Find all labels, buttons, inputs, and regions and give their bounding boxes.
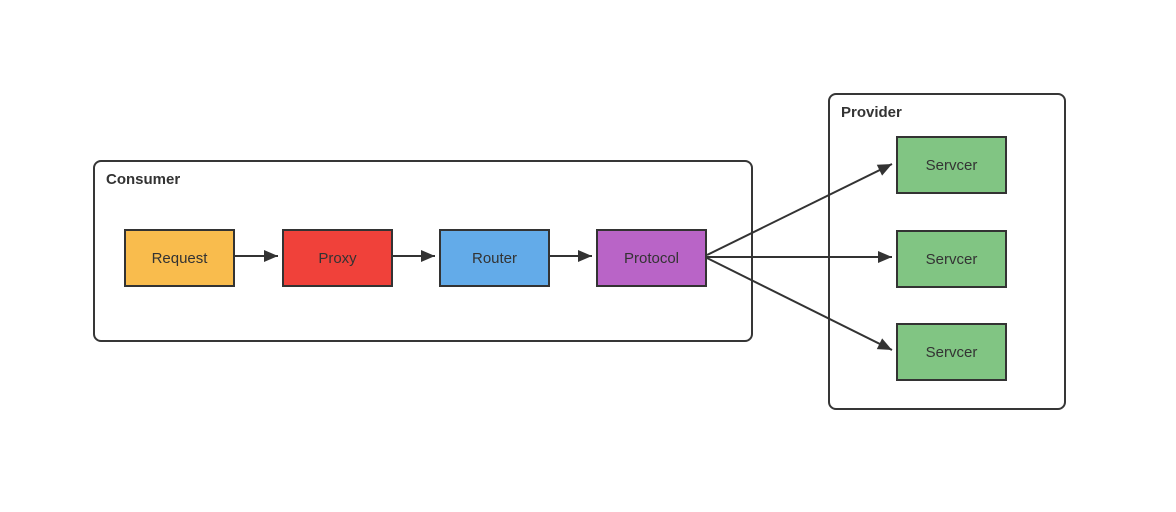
provider-group: Provider Servcer Servcer Servcer (828, 93, 1066, 410)
node-proxy: Proxy (282, 229, 393, 287)
node-protocol: Protocol (596, 229, 707, 287)
node-request: Request (124, 229, 235, 287)
node-servcer-1-label: Servcer (925, 156, 978, 174)
provider-group-label: Provider (841, 104, 902, 121)
node-protocol-label: Protocol (623, 249, 680, 267)
node-servcer-3-label: Servcer (925, 343, 978, 361)
node-router-label: Router (471, 249, 518, 267)
node-servcer-2-label: Servcer (925, 250, 978, 268)
node-proxy-label: Proxy (318, 249, 357, 267)
node-router: Router (439, 229, 550, 287)
node-request-label: Request (151, 249, 208, 267)
node-servcer-2: Servcer (896, 230, 1007, 288)
consumer-group: Consumer Request Proxy Router Protocol (93, 160, 753, 342)
node-servcer-3: Servcer (896, 323, 1007, 381)
node-servcer-1: Servcer (896, 136, 1007, 194)
consumer-group-label: Consumer (106, 171, 181, 188)
